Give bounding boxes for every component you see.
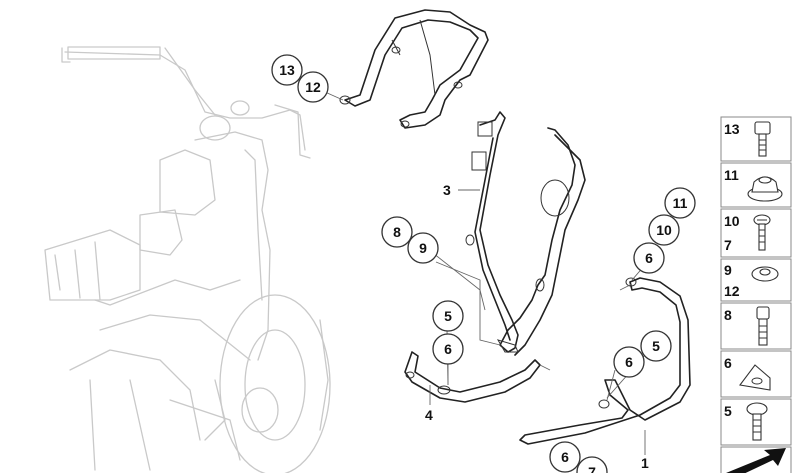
hardware-legend: 13 11 10 7 9 12 [720, 116, 792, 473]
callout-label: 6 [645, 250, 653, 266]
callout-label: 5 [652, 338, 660, 354]
callout-7-bottom: 7 [576, 456, 608, 473]
part-label-4: 4 [425, 407, 433, 423]
right-bracket [519, 277, 691, 445]
callout-6-bottom: 6 [549, 441, 581, 473]
bolt-icon [754, 121, 771, 157]
callout-8: 8 [381, 216, 413, 248]
callout-label: 5 [444, 308, 452, 324]
legend-label: 8 [724, 307, 732, 323]
callout-label: 6 [444, 341, 452, 357]
legend-label: 11 [724, 167, 739, 183]
legend-label: 12 [724, 283, 740, 299]
callout-5-mid: 5 [432, 300, 464, 332]
rubber-buffer-icon [747, 176, 783, 202]
main-frame [465, 111, 586, 356]
callout-5-right: 5 [640, 330, 672, 362]
legend-label: 5 [724, 403, 732, 419]
legend-label: 10 [724, 213, 740, 229]
callout-6-right: 6 [633, 242, 665, 274]
arrow-icon [726, 448, 786, 473]
screw-icon [753, 214, 771, 251]
callout-11: 11 [664, 187, 696, 219]
callout-9: 9 [407, 232, 439, 264]
legend-cell [720, 258, 792, 302]
legend-label: 6 [724, 355, 732, 371]
legend-label: 13 [724, 121, 740, 137]
legend-label: 7 [724, 237, 732, 253]
part-label-1: 1 [641, 455, 649, 471]
callout-12-top: 12 [297, 71, 329, 103]
callout-13-top: 13 [271, 54, 303, 86]
part-label-3: 3 [443, 182, 451, 198]
callout-label: 11 [673, 195, 688, 211]
callout-label: 7 [588, 464, 596, 473]
upper-bracket [339, 9, 489, 129]
callout-label: 8 [393, 224, 401, 240]
callout-label: 6 [561, 449, 569, 465]
callout-label: 13 [279, 62, 295, 78]
motorcycle-outline [44, 46, 331, 473]
lower-bracket [404, 351, 541, 403]
callout-label: 10 [656, 222, 672, 238]
legend-cell [720, 302, 792, 350]
legend-label: 9 [724, 262, 732, 278]
callout-label: 12 [305, 79, 321, 95]
washer-icon [751, 266, 779, 282]
clip-nut-icon [739, 364, 771, 391]
callout-label: 9 [419, 240, 427, 256]
cap-screw-icon [756, 306, 770, 346]
callout-label: 6 [625, 354, 633, 370]
callout-10: 10 [648, 214, 680, 246]
callout-6-right2: 6 [613, 346, 645, 378]
callout-6-mid: 6 [432, 333, 464, 365]
bolt-icon [746, 402, 768, 441]
